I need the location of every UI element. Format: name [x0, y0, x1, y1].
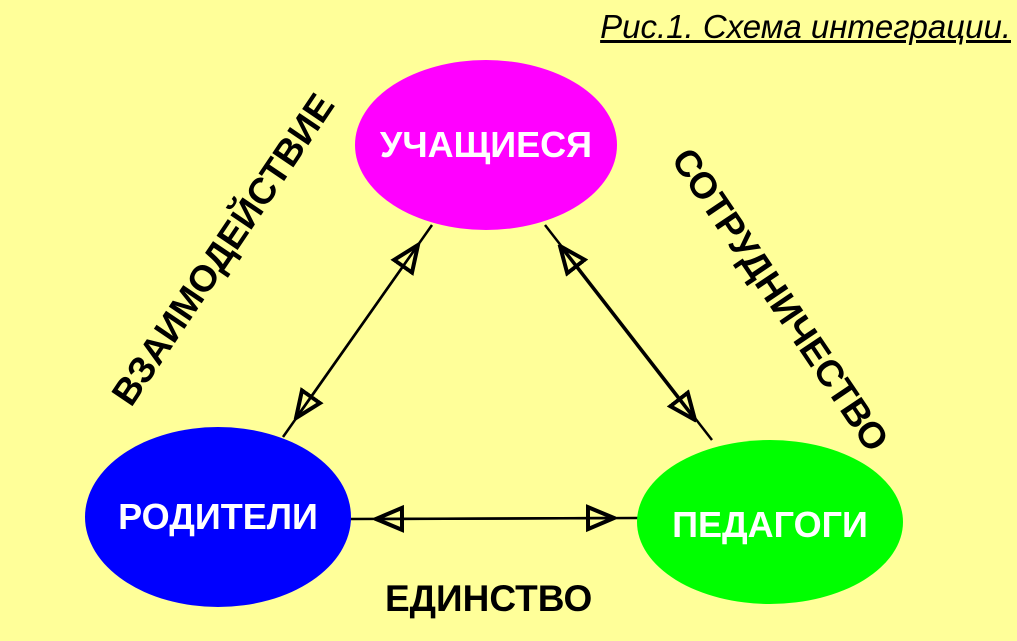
node-students: УЧАЩИЕСЯ: [355, 60, 617, 230]
figure-title: Рис.1. Схема интеграции.: [600, 8, 1011, 45]
node-teachers: ПЕДАГОГИ: [637, 440, 903, 604]
node-teachers-label: ПЕДАГОГИ: [672, 504, 868, 545]
arrow-parents-teachers: [376, 518, 614, 519]
node-parents-label: РОДИТЕЛИ: [118, 496, 318, 537]
arrow-parents-students: [296, 245, 418, 418]
edge-label-unity: ЕДИНСТВО: [385, 578, 593, 619]
arrow-students-teachers: [560, 246, 695, 420]
node-parents: РОДИТЕЛИ: [85, 427, 351, 607]
node-students-label: УЧАЩИЕСЯ: [379, 124, 593, 165]
